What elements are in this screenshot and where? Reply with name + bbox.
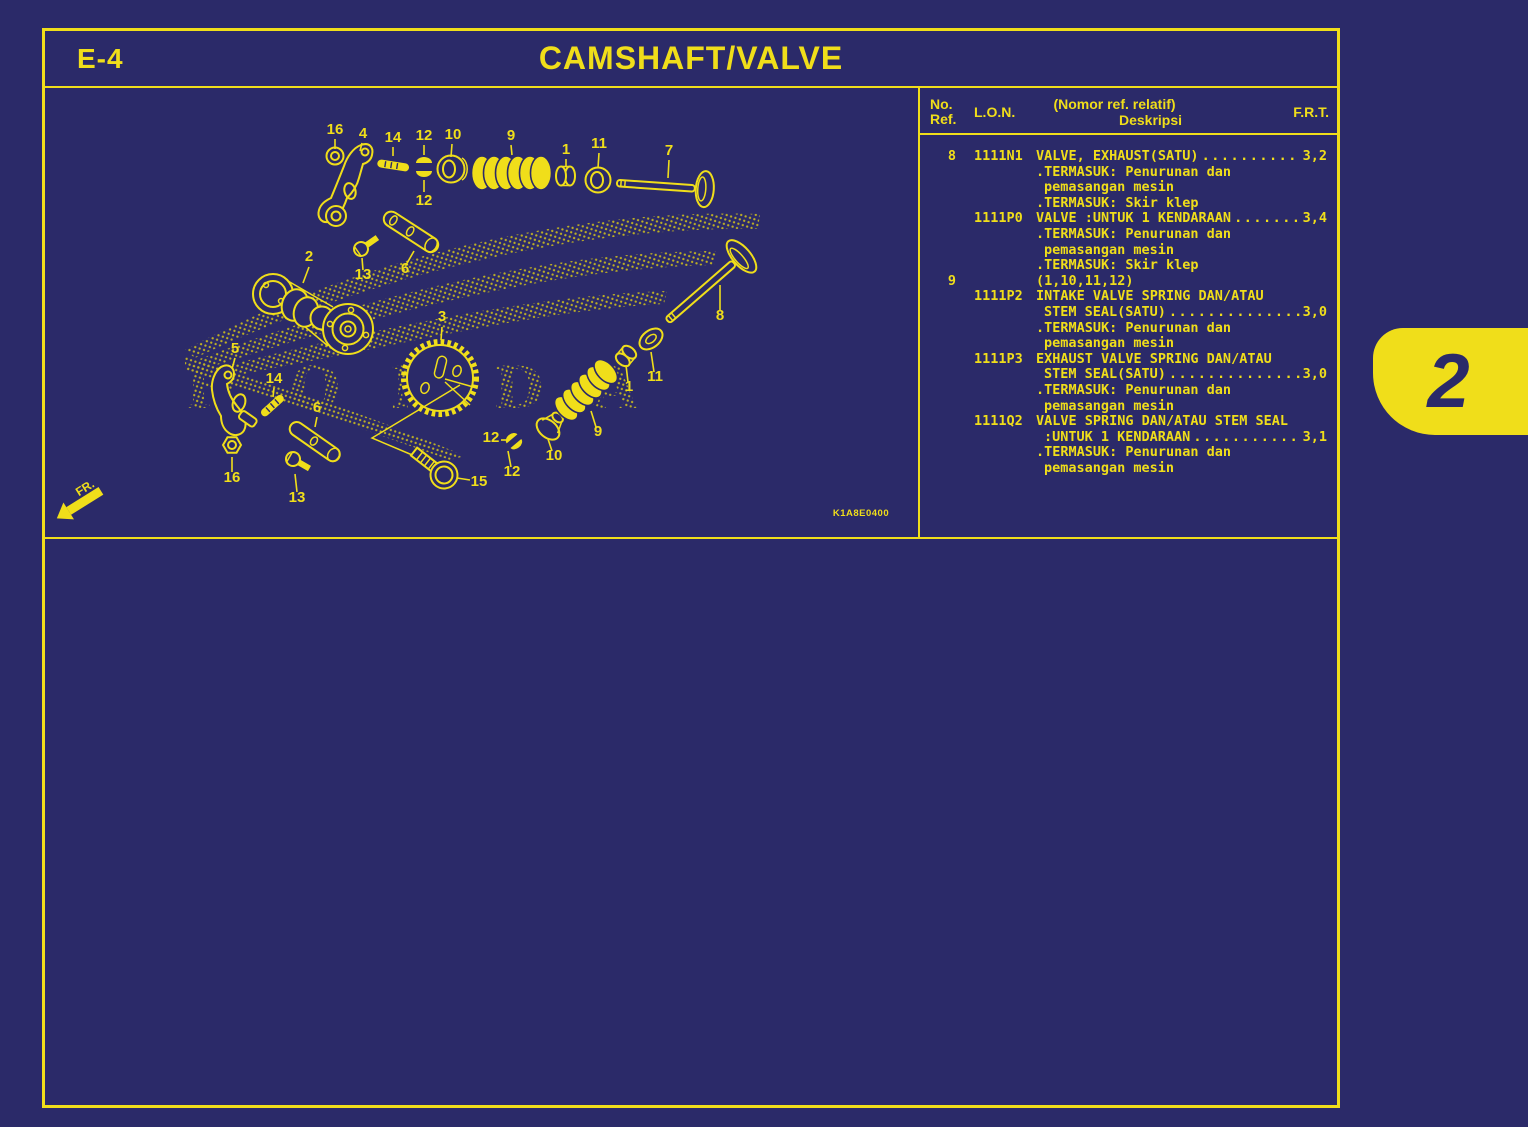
part-label-12: 12: [416, 127, 433, 144]
part-label-12: 12: [416, 192, 433, 209]
table-line: pemasangan mesin: [1044, 179, 1175, 196]
table-line: .TERMASUK: Penurunan dan: [1036, 381, 1232, 398]
part-label-7: 7: [665, 142, 673, 159]
part-label-12: 12: [483, 429, 500, 446]
page-tab-number: 2: [1427, 339, 1470, 424]
diagram-code: K1A8E0400: [833, 508, 889, 519]
part-flange-bolt-15: [409, 446, 459, 490]
part-pin-14-lower: [260, 394, 284, 417]
part-label-12: 12: [504, 463, 521, 480]
exploded-parts-diagram: HONDA: [56, 121, 889, 520]
table-line: pemasangan mesin: [1044, 459, 1175, 476]
part-label-9: 9: [507, 127, 515, 144]
part-label-16: 16: [224, 469, 241, 486]
part-spring-retainer-10-lower: [535, 411, 564, 441]
table-line: pemasangan mesin: [1044, 335, 1175, 352]
part-nut-16-lower: [221, 436, 243, 454]
part-label-13: 13: [289, 489, 306, 506]
part-label-15: 15: [471, 473, 488, 490]
page-header: E-4 CAMSHAFT/VALVE: [45, 31, 1337, 88]
column-header-lon: L.O.N.: [974, 103, 1016, 120]
empty-lower-area: [45, 537, 1337, 1105]
part-cotters-12-top: [416, 157, 432, 177]
part-rocker-arm-5: [210, 364, 258, 437]
part-spring-seat-1-top: [555, 165, 576, 187]
exploded-diagram-area: HONDA: [45, 88, 918, 537]
part-cotters-12-lower: [505, 432, 523, 450]
part-spring-retainer-10-top: [436, 154, 468, 184]
part-rocker-shaft-6-upper: [382, 210, 440, 254]
table-line: .TERMASUK: Skir klep: [1036, 194, 1199, 211]
table-line: 9(1,10,11,12): [947, 272, 1134, 289]
part-label-10: 10: [546, 447, 563, 464]
part-label-13: 13: [355, 266, 372, 283]
section-code: E-4: [77, 42, 124, 74]
table-line: pemasangan mesin: [1044, 241, 1175, 258]
part-label-9: 9: [594, 423, 602, 440]
part-rocker-shaft-6-lower: [288, 421, 341, 463]
part-exhaust-valve-7: [615, 170, 715, 209]
page-tab-2[interactable]: 2: [1373, 328, 1528, 435]
part-camshaft-2: [252, 273, 374, 355]
part-label-16: 16: [327, 121, 344, 138]
part-spring-seat-1-lower: [614, 344, 638, 368]
part-label-8: 8: [716, 307, 724, 324]
part-label-1: 1: [562, 141, 570, 158]
part-nut-16-top: [325, 146, 345, 166]
table-line: .TERMASUK: Penurunan dan: [1036, 319, 1232, 336]
table-line: :UNTUK 1 KENDARAAN......................…: [1044, 428, 1327, 445]
part-pin-14-top: [377, 159, 410, 172]
part-label-6: 6: [401, 260, 409, 277]
column-header-no-ref: No. Ref.: [930, 95, 957, 127]
alignment-lines: [370, 384, 461, 458]
part-label-11: 11: [647, 368, 663, 385]
part-label-11: 11: [591, 135, 607, 152]
part-label-14: 14: [385, 129, 402, 146]
table-line: .TERMASUK: Penurunan dan: [1036, 444, 1232, 461]
part-bolt-13-upper: [353, 235, 380, 257]
part-label-2: 2: [305, 248, 313, 265]
part-label-3: 3: [438, 308, 446, 325]
page-title: CAMSHAFT/VALVE: [538, 40, 844, 76]
content-row: HONDA: [45, 88, 1337, 537]
part-valve-spring-9-top: [470, 155, 553, 191]
part-label-14: 14: [266, 370, 283, 387]
part-cam-sprocket-3: [401, 339, 479, 417]
part-stem-seal-11-lower: [638, 327, 664, 351]
part-bolt-13-lower: [285, 451, 311, 472]
front-direction-arrow: FR.: [56, 477, 104, 520]
table-line: .TERMASUK: Penurunan dan: [1036, 163, 1232, 180]
table-line: pemasangan mesin: [1044, 397, 1175, 414]
table-line: STEM SEAL(SATU).........................…: [1044, 303, 1327, 320]
part-label-1: 1: [625, 378, 633, 395]
part-label-10: 10: [445, 126, 462, 143]
part-label-4: 4: [359, 125, 368, 142]
part-label-6: 6: [313, 399, 321, 416]
table-line: STEM SEAL(SATU).........................…: [1044, 366, 1327, 383]
page-frame: E-4 CAMSHAFT/VALVE: [42, 28, 1340, 1108]
part-intake-valve-8: [665, 239, 758, 324]
column-header-frt: F.R.T.: [1293, 103, 1329, 120]
part-rocker-arm-4: [317, 143, 374, 227]
column-header-description: (Nomor ref. relatif) Deskripsi: [1053, 95, 1183, 128]
parts-table-header: No. Ref. L.O.N. (Nomor ref. relatif) Des…: [920, 88, 1337, 135]
part-stem-seal-11-top: [584, 166, 612, 194]
parts-table-panel: No. Ref. L.O.N. (Nomor ref. relatif) Des…: [918, 88, 1337, 537]
table-line: .TERMASUK: Skir klep: [1036, 257, 1199, 274]
part-valve-spring-9-lower: [553, 358, 619, 422]
part-label-5: 5: [231, 340, 239, 357]
honda-wing-watermark: HONDA: [185, 213, 760, 460]
table-line: .TERMASUK: Penurunan dan: [1036, 225, 1232, 242]
